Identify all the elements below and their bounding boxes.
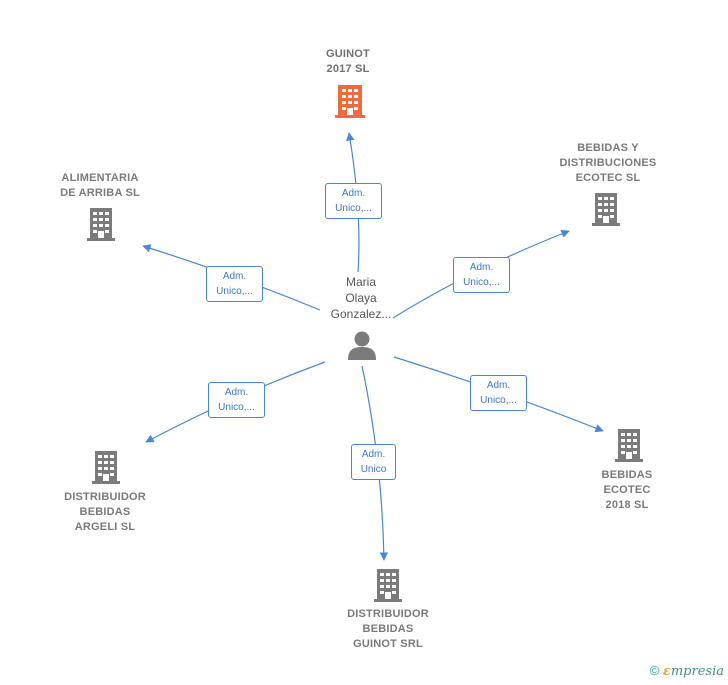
edge-label-bebidas-ecotec-2018[interactable]: Adm. Unico,... — [470, 375, 527, 411]
building-icon[interactable] — [92, 450, 120, 489]
copyright-footer: © εmpresia — [650, 663, 724, 679]
company-name: DISTRIBUIDOR BEBIDAS ARGELI SL — [64, 491, 146, 533]
person-icon[interactable] — [346, 330, 378, 365]
building-svg-orange — [335, 85, 365, 118]
company-name: ALIMENTARIA DE ARRIBA SL — [60, 172, 140, 199]
company-name: DISTRIBUIDOR BEBIDAS GUINOT SRL — [347, 608, 429, 650]
company-node-guinot-2017[interactable]: GUINOT 2017 SL — [298, 47, 398, 77]
edge-label-bebidas-distribuciones-ecotec[interactable]: Adm. Unico,... — [453, 257, 510, 293]
edge-label-guinot-2017[interactable]: Adm. Unico,... — [325, 183, 382, 219]
company-node-alimentaria-de-arriba[interactable]: ALIMENTARIA DE ARRIBA SL — [45, 171, 155, 201]
building-icon[interactable] — [87, 207, 115, 246]
company-node-distribuidor-bebidas-guinot[interactable]: DISTRIBUIDOR BEBIDAS GUINOT SRL — [333, 607, 443, 652]
building-icon[interactable] — [615, 428, 643, 467]
person-name[interactable]: Maria Olaya Gonzalez... — [330, 275, 392, 321]
edge-label-distribuidor-bebidas-guinot[interactable]: Adm. Unico — [351, 444, 396, 480]
company-node-bebidas-distribuciones-ecotec[interactable]: BEBIDAS Y DISTRIBUCIONES ECOTEC SL — [548, 141, 668, 186]
company-node-distribuidor-bebidas-argeli[interactable]: DISTRIBUIDOR BEBIDAS ARGELI SL — [50, 490, 160, 535]
company-name: BEBIDAS Y DISTRIBUCIONES ECOTEC SL — [559, 142, 657, 184]
building-icon[interactable] — [374, 568, 402, 607]
empresia-logo: εmpresia — [662, 664, 724, 679]
company-name: BEBIDAS ECOTEC 2018 SL — [601, 469, 653, 511]
copyright-icon: © — [649, 663, 660, 678]
company-name: GUINOT 2017 SL — [326, 48, 370, 75]
building-icon[interactable] — [334, 84, 366, 123]
building-icon[interactable] — [592, 192, 620, 231]
edge-label-distribuidor-bebidas-argeli[interactable]: Adm. Unico,... — [208, 382, 265, 418]
edge-label-alimentaria-de-arriba[interactable]: Adm. Unico,... — [206, 266, 263, 302]
company-node-bebidas-ecotec-2018[interactable]: BEBIDAS ECOTEC 2018 SL — [587, 468, 667, 513]
